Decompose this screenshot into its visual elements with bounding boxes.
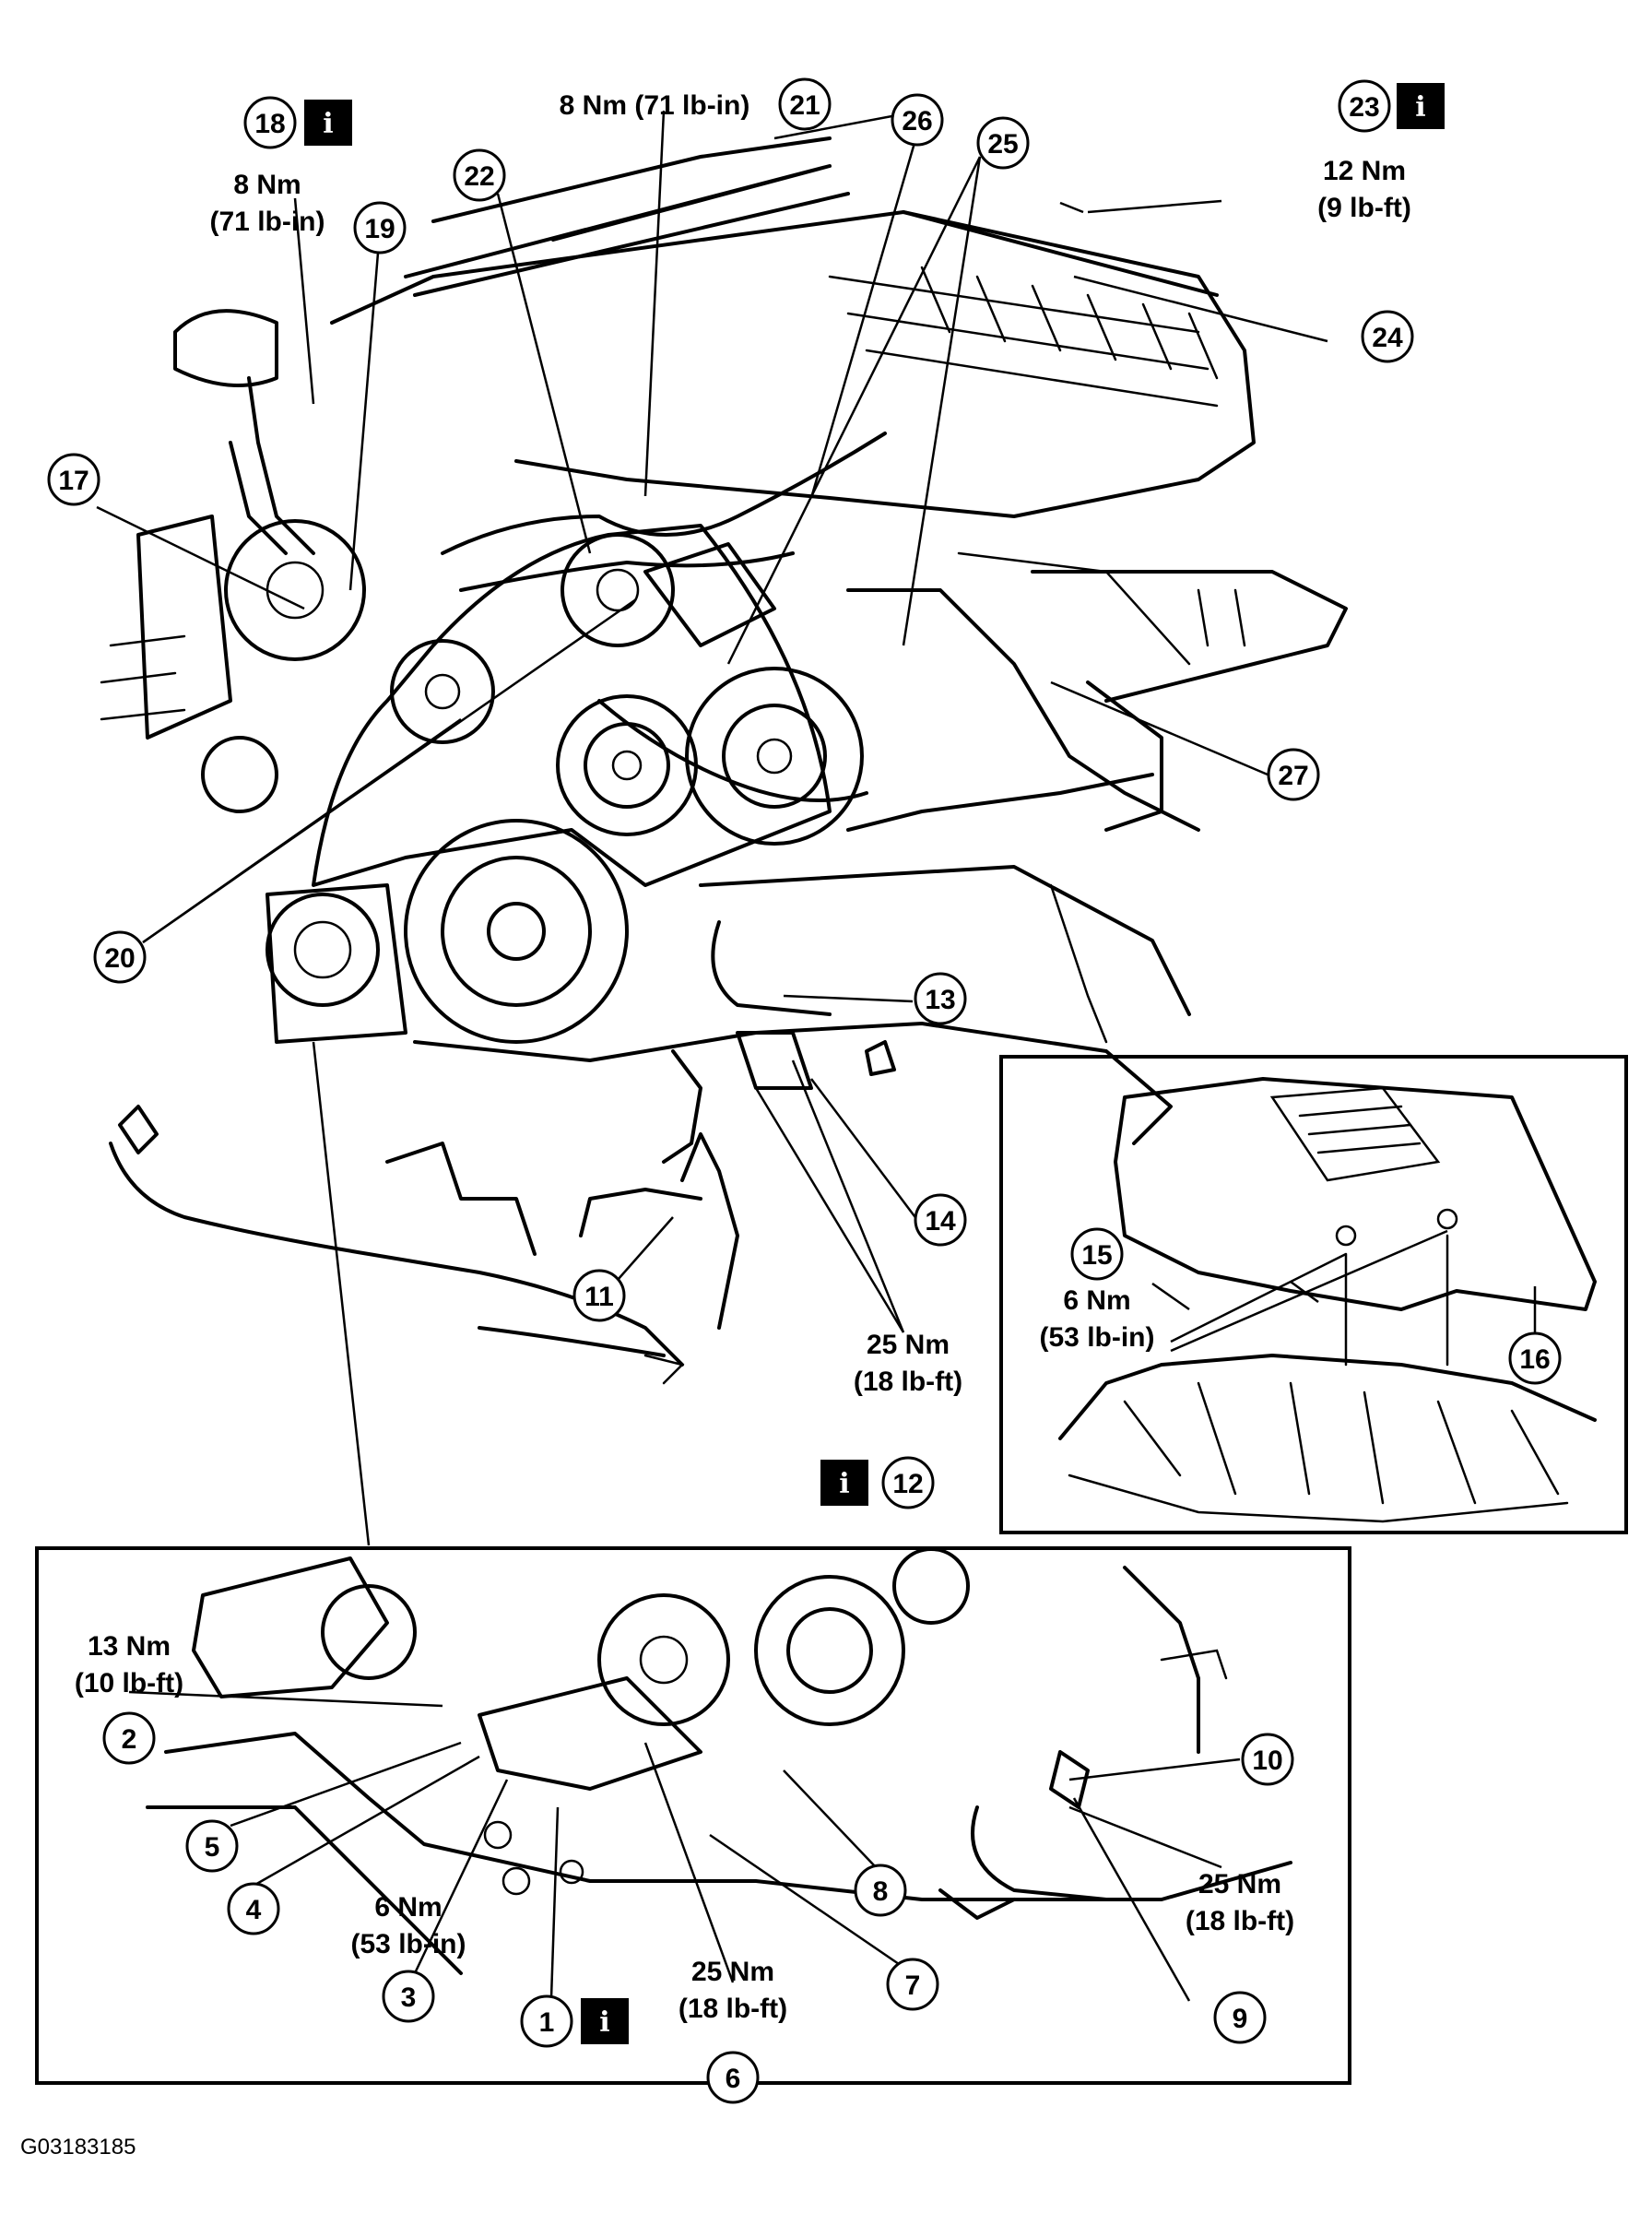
torque-spec-9: 25 Nm bbox=[1198, 1869, 1281, 1899]
callout-3: 3 bbox=[382, 1970, 435, 2023]
callout-label: 21 bbox=[789, 90, 820, 121]
callout-label: 17 bbox=[58, 466, 88, 496]
callout-label: 15 bbox=[1081, 1240, 1112, 1271]
callout-12: 12 bbox=[881, 1456, 935, 1509]
callout-label: 1 bbox=[539, 2007, 555, 2038]
info-icon: i bbox=[304, 100, 352, 146]
callout-19: 19 bbox=[353, 201, 407, 254]
callout-label: 14 bbox=[925, 1206, 956, 1237]
callout-23: 23 bbox=[1338, 79, 1391, 133]
callout-26: 26 bbox=[891, 93, 944, 147]
callout-label: 13 bbox=[925, 985, 955, 1015]
svg-text:i: i bbox=[323, 108, 333, 140]
callout-label: 12 bbox=[892, 1469, 923, 1499]
callout-2: 2 bbox=[102, 1711, 156, 1765]
callout-label: 8 bbox=[873, 1876, 889, 1907]
callout-label: 26 bbox=[902, 106, 932, 136]
torque-spec-9-imperial: (18 lb-ft) bbox=[1186, 1906, 1294, 1936]
engine-illustration bbox=[100, 136, 1348, 1385]
callout-5: 5 bbox=[185, 1819, 239, 1873]
torque-spec-18: 8 Nm bbox=[233, 170, 301, 200]
callout-16: 16 bbox=[1508, 1331, 1562, 1385]
svg-text:i: i bbox=[1415, 91, 1425, 124]
callout-label: 9 bbox=[1233, 2004, 1248, 2034]
torque-spec-12-imperial: (18 lb-ft) bbox=[854, 1367, 962, 1397]
torque-spec-6-imperial: (18 lb-ft) bbox=[678, 1994, 787, 2024]
callout-label: 24 bbox=[1372, 323, 1403, 353]
torque-spec-6: 25 Nm bbox=[691, 1957, 774, 1987]
engine-cover-inset bbox=[999, 1055, 1628, 1534]
callout-22: 22 bbox=[453, 148, 506, 202]
callout-label: 22 bbox=[464, 161, 494, 192]
callout-label: 7 bbox=[905, 1970, 921, 2001]
callout-label: 10 bbox=[1252, 1746, 1282, 1776]
callout-24: 24 bbox=[1361, 310, 1414, 363]
info-icon: i bbox=[581, 1998, 629, 2044]
lower-detail-inset bbox=[35, 1546, 1351, 2085]
svg-text:i: i bbox=[599, 2006, 609, 2039]
callout-20: 20 bbox=[93, 930, 147, 984]
callout-label: 18 bbox=[254, 109, 285, 139]
callout-18: 18 bbox=[243, 96, 297, 149]
callout-4: 4 bbox=[227, 1882, 280, 1935]
callout-label: 27 bbox=[1278, 761, 1308, 791]
callout-17: 17 bbox=[47, 453, 100, 506]
info-icon: i bbox=[820, 1460, 868, 1506]
inset-reference-line bbox=[312, 1041, 371, 1546]
torque-spec-21: 8 Nm (71 lb-in) bbox=[560, 90, 750, 121]
torque-spec-15: 6 Nm bbox=[1063, 1285, 1130, 1316]
callout-label: 5 bbox=[205, 1832, 220, 1863]
callout-7: 7 bbox=[886, 1958, 939, 2011]
leader-lines bbox=[96, 107, 1537, 2002]
callout-label: 2 bbox=[122, 1724, 137, 1755]
callout-label: 19 bbox=[364, 214, 395, 244]
torque-spec-2: 13 Nm bbox=[88, 1631, 171, 1662]
torque-spec-3: 6 Nm bbox=[374, 1892, 442, 1923]
callout-14: 14 bbox=[914, 1193, 967, 1247]
callout-label: 3 bbox=[401, 1982, 417, 2013]
callout-label: 20 bbox=[104, 943, 135, 974]
callout-label: 4 bbox=[246, 1895, 262, 1925]
torque-spec-12: 25 Nm bbox=[867, 1330, 950, 1360]
callout-13: 13 bbox=[914, 972, 967, 1025]
callout-label: 11 bbox=[584, 1282, 614, 1312]
callout-15: 15 bbox=[1070, 1227, 1124, 1281]
callout-9: 9 bbox=[1213, 1991, 1267, 2044]
callout-25: 25 bbox=[976, 116, 1030, 170]
callout-label: 6 bbox=[726, 2064, 741, 2094]
torque-spec-23-imperial: (9 lb-ft) bbox=[1317, 193, 1411, 223]
torque-spec-23: 12 Nm bbox=[1323, 156, 1406, 186]
callout-21: 21 bbox=[778, 77, 832, 131]
callout-27: 27 bbox=[1267, 748, 1320, 801]
callout-label: 25 bbox=[987, 129, 1018, 160]
torque-spec-2-imperial: (10 lb-ft) bbox=[75, 1668, 183, 1698]
callout-1: 1 bbox=[520, 1994, 573, 2048]
svg-text:i: i bbox=[839, 1468, 849, 1500]
callout-10: 10 bbox=[1241, 1733, 1294, 1786]
torque-spec-18-imperial: (71 lb-in) bbox=[210, 207, 325, 237]
callout-11: 11 bbox=[572, 1269, 626, 1322]
callout-8: 8 bbox=[854, 1864, 907, 1917]
figure-id: G03183185 bbox=[20, 2135, 136, 2160]
info-icon: i bbox=[1397, 83, 1445, 129]
callout-6: 6 bbox=[706, 2051, 760, 2104]
callout-label: 16 bbox=[1519, 1344, 1550, 1375]
torque-spec-15-imperial: (53 lb-in) bbox=[1040, 1322, 1155, 1353]
callout-label: 23 bbox=[1349, 92, 1379, 123]
torque-spec-3-imperial: (53 lb-in) bbox=[351, 1929, 466, 1959]
